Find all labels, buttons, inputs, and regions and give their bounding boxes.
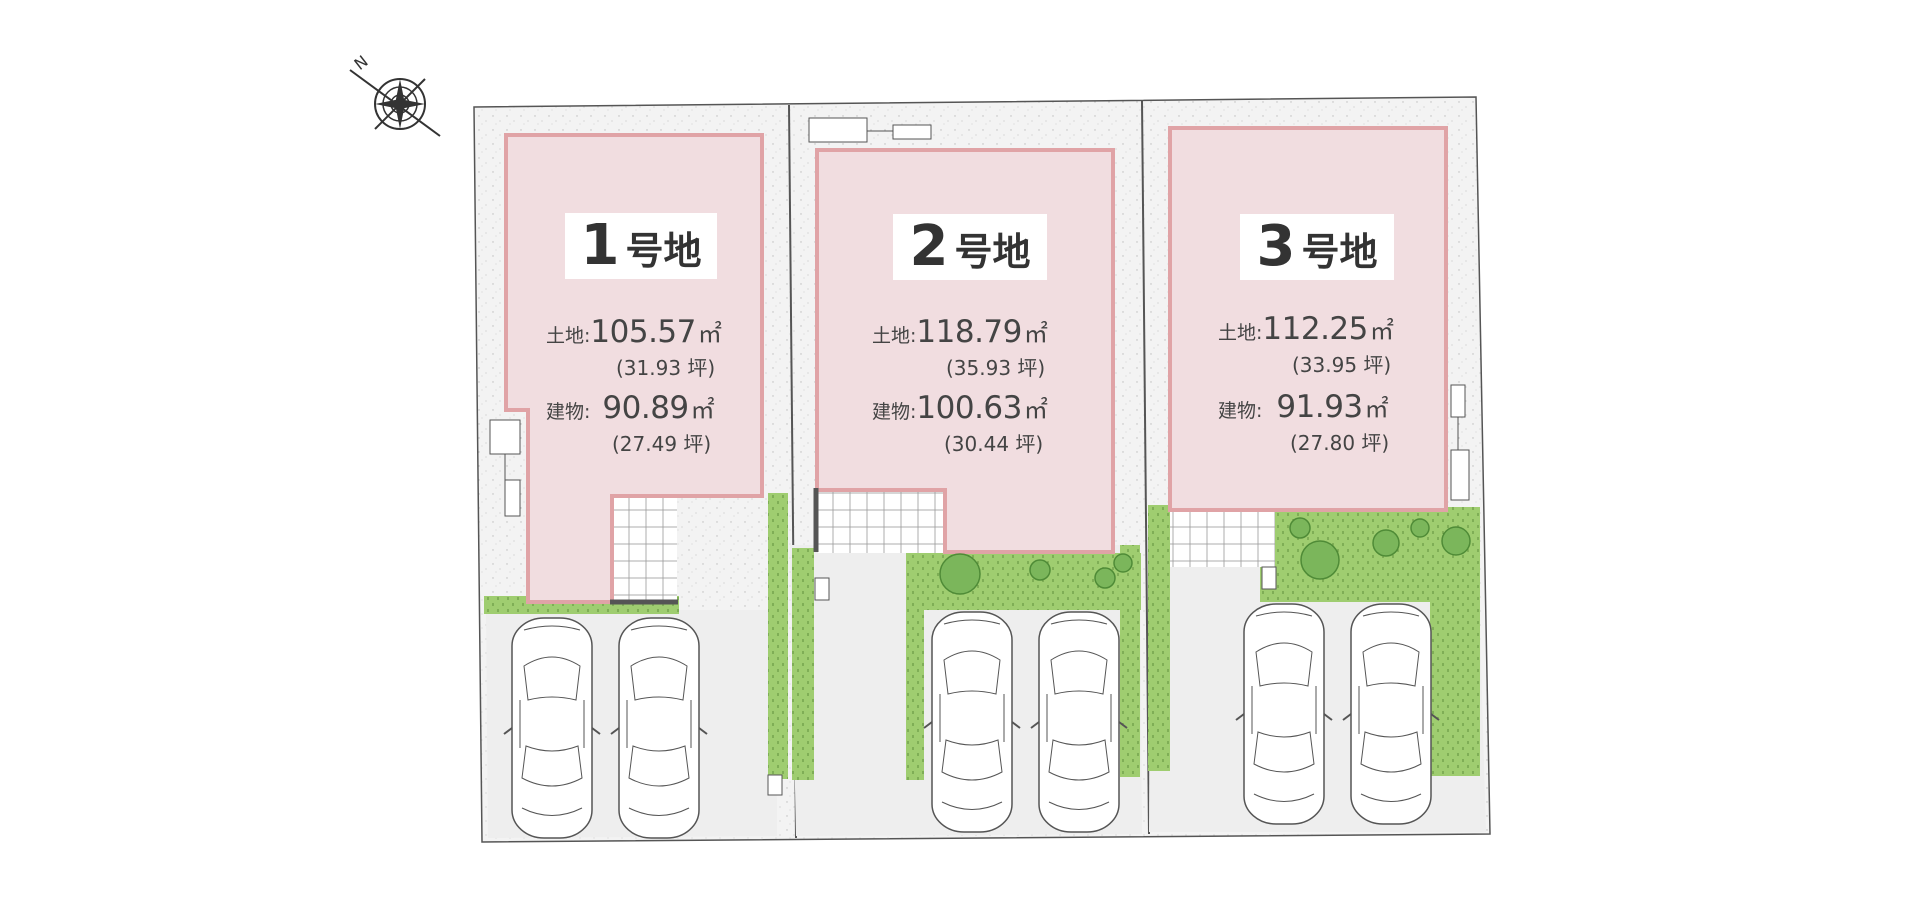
post-2 [814,577,830,601]
lot-3-building-info: 建物: 91.93 ㎡ (27.80 坪) [1218,389,1389,456]
lawn-strip-1 [768,493,788,779]
lot-1-building-value: 90.89 [602,390,689,426]
lot-1-land-value: 105.57 [590,314,696,350]
lot-2-suffix: 号地 [954,230,1031,274]
post-3 [1261,566,1277,590]
utility-box-2b [892,124,932,140]
lot-3-building-tsubo: (27.80 坪) [1290,431,1390,455]
lot-1-building-unit: ㎡ [690,396,715,424]
lot-3-building-unit: ㎡ [1364,395,1389,423]
parked-car-icon [1235,603,1333,825]
lot-2-land-tsubo: (35.93 坪) [946,356,1046,380]
utility-box-2a [808,117,868,143]
lot-3-land-value: 112.25 [1262,311,1368,347]
lot-2-land-label: 土地: [872,325,917,347]
lot-3-land-label: 土地: [1218,322,1263,344]
parked-car-icon [503,617,601,839]
utility-box-1b [504,479,521,517]
post-1 [767,774,783,796]
parked-car-icon [1342,603,1440,825]
lot-1-building-tsubo: (27.49 坪) [612,432,712,456]
lot-1-land-info: 土地: 105.57 ㎡ (31.93 坪) [546,314,722,381]
lawn-strip-3b [1430,600,1480,776]
utility-box-1a [489,419,521,455]
lot-2-title: 2 号地 [893,214,1047,280]
terrace-tiles-1 [612,496,677,600]
parked-car-icon [923,611,1021,833]
lot-1-land-unit: ㎡ [697,320,722,348]
lot-2-number: 2 [909,214,949,279]
lot-1-building-info: 建物: 90.89 ㎡ (27.49 坪) [546,390,715,457]
lot-3-number: 3 [1256,214,1296,279]
lawn-strip-2c [1120,545,1140,777]
lot-2-land-value: 118.79 [916,314,1022,350]
lot-3-land-tsubo: (33.95 坪) [1292,353,1392,377]
lawn-strip-2a [792,548,814,780]
lot-2-building-tsubo: (30.44 坪) [944,432,1044,456]
lot-3-land-unit: ㎡ [1369,317,1394,345]
compass-rose-icon [349,69,441,137]
lot-2-building-value: 100.63 [916,390,1022,426]
lot-1-land-tsubo: (31.93 坪) [616,356,716,380]
lot-2-building-info: 建物: 100.63 ㎡ (30.44 坪) [872,390,1048,457]
compass-north-label: N [350,52,371,74]
parked-car-icon [1030,611,1128,833]
lot-divider-2-3 [1141,100,1150,835]
lot-1-building-label: 建物: [546,401,591,423]
lot-2-land-info: 土地: 118.79 ㎡ (35.93 坪) [872,314,1048,381]
lot-3-suffix: 号地 [1301,230,1378,274]
lawn-strip-3a [1148,505,1170,771]
lot-1-title: 1 号地 [565,213,717,279]
shrubs-lot-2 [939,553,1133,595]
lot-2-land-unit: ㎡ [1023,320,1048,348]
lot-3-building-value: 91.93 [1276,389,1363,425]
lawn-strip-2b [906,610,924,780]
terrace-tiles-2 [818,490,945,553]
lot-3-building-label: 建物: [1218,400,1263,422]
lot-2-building-label: 建物: [872,401,917,423]
utility-box-3a [1450,384,1466,418]
lot-1-suffix: 号地 [625,229,702,273]
shrubs-lot-3 [1289,517,1471,580]
utility-box-3b [1450,449,1470,501]
lot-3-title: 3 号地 [1240,214,1394,280]
terrace-tiles-3 [1170,510,1275,567]
parked-car-icon [610,617,708,839]
lot-2-building-unit: ㎡ [1023,396,1048,424]
lot-1-number: 1 [580,213,620,278]
lot-1-land-label: 土地: [546,325,591,347]
lot-3-land-info: 土地: 112.25 ㎡ (33.95 坪) [1218,311,1394,378]
